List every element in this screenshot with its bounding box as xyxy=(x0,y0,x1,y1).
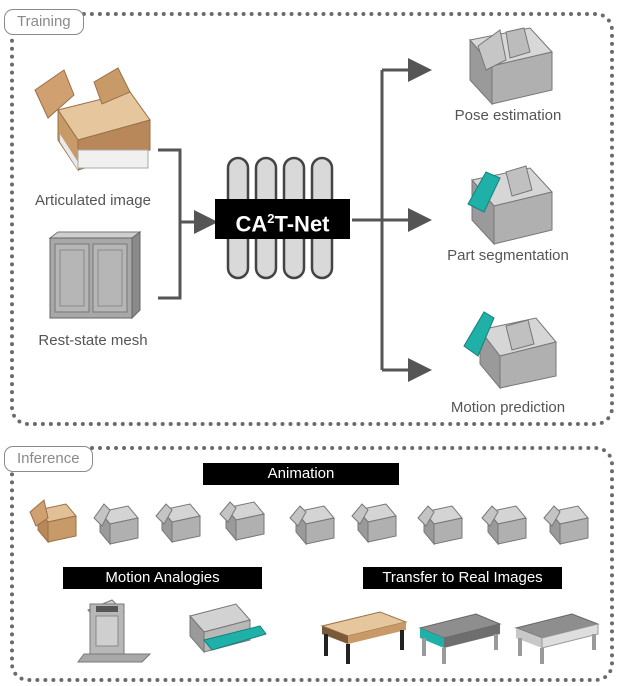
animation-frame-4 xyxy=(219,501,265,542)
output-arrows xyxy=(352,58,432,382)
inference-label: Inference xyxy=(4,446,93,472)
motion-analogy-appliance-1 xyxy=(77,599,152,663)
animation-frame-9 xyxy=(543,505,589,546)
network-label-suffix: T-Net xyxy=(274,211,330,237)
rest-state-mesh-image xyxy=(48,231,142,320)
pose-estimation-image xyxy=(469,27,553,106)
network-label-sup: 2 xyxy=(267,211,275,226)
animation-bar: Animation xyxy=(203,463,399,485)
articulated-image-caption: Articulated image xyxy=(35,192,151,209)
input-bracket xyxy=(158,148,218,300)
network-label-prefix: CA xyxy=(235,211,268,237)
animation-frame-8 xyxy=(481,505,527,546)
pose-estimation-caption: Pose estimation xyxy=(454,107,562,124)
animation-frame-3 xyxy=(155,503,201,544)
transfer-real-images-bar: Transfer to Real Images xyxy=(363,567,562,589)
rest-state-mesh-caption: Rest-state mesh xyxy=(38,332,148,349)
animation-frame-7 xyxy=(417,505,463,546)
motion-analogy-appliance-2 xyxy=(189,603,267,654)
real-image-table-wood xyxy=(320,611,408,664)
motion-prediction-image xyxy=(463,311,557,390)
training-section xyxy=(10,12,614,426)
part-segmentation-image xyxy=(467,165,553,246)
real-image-table-grey xyxy=(514,613,600,664)
real-image-table-teal xyxy=(418,613,502,664)
training-label: Training xyxy=(4,9,84,35)
animation-frames xyxy=(29,499,589,546)
articulated-cabinet-image xyxy=(34,67,151,172)
network-label: CA2T-Net xyxy=(215,199,350,239)
animation-frame-6 xyxy=(351,503,397,544)
part-segmentation-caption: Part segmentation xyxy=(447,247,569,264)
motion-prediction-caption: Motion prediction xyxy=(450,399,566,416)
inference-section xyxy=(10,446,614,682)
animation-frame-1 xyxy=(29,499,77,544)
motion-analogies-bar: Motion Analogies xyxy=(63,567,262,589)
animation-frame-2 xyxy=(93,503,139,546)
animation-frame-5 xyxy=(289,505,335,546)
